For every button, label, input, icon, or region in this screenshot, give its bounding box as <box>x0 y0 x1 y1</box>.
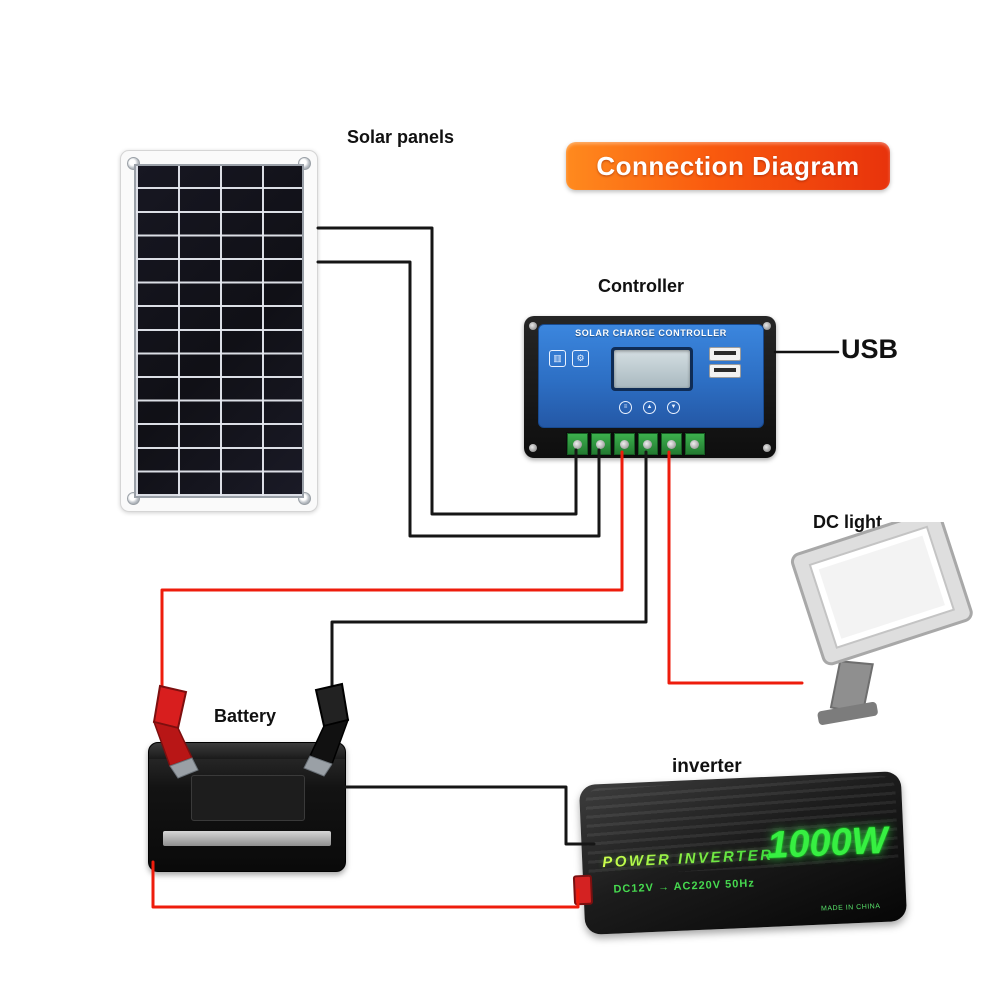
solar-panels-label: Solar panels <box>347 127 455 147</box>
usb-label: USB <box>841 334 899 364</box>
lcd-screen <box>614 350 690 388</box>
battery-label: Battery <box>214 706 277 726</box>
light-lens <box>808 525 956 649</box>
screw-icon <box>763 322 771 330</box>
controller-label: Controller <box>598 276 685 296</box>
up-button-icon: ▲ <box>643 401 656 414</box>
usb-port-icon <box>709 364 741 378</box>
inverter-origin-text: MADE IN CHINA <box>820 903 881 913</box>
battery <box>148 742 346 872</box>
battery-top <box>149 743 345 759</box>
menu-button-icon: ≡ <box>619 401 632 414</box>
controller-dclight-red-wire <box>667 450 804 685</box>
mode-icon: ▥ <box>549 350 566 367</box>
controller-battery-black-wire <box>330 450 648 698</box>
inverter-label: inverter <box>672 756 742 777</box>
terminal-screw <box>590 433 611 455</box>
battery-strip <box>163 831 331 846</box>
solar-panel <box>120 150 318 512</box>
terminal-screw <box>567 433 588 455</box>
inverter-power-rating: 1000W <box>766 819 889 867</box>
lcd-display <box>611 347 693 391</box>
battery-panel <box>191 775 305 821</box>
power-inverter: POWER INVERTER 1000W DC12V → AC220V 50Hz… <box>572 771 908 935</box>
dc-flood-light <box>790 522 973 725</box>
gear-icon: ⚙ <box>572 350 589 367</box>
dc-light-label: DC light <box>813 512 882 532</box>
terminal-screw <box>661 433 682 455</box>
solar-cells-grid <box>134 164 304 498</box>
screw-icon <box>763 444 771 452</box>
light-bracket <box>829 660 874 716</box>
usb-port-icon <box>709 347 741 361</box>
charge-controller: SOLAR CHARGE CONTROLLER ▥ ⚙ ≡ ▲ ▼ <box>524 316 776 458</box>
inverter-spec-text: DC12V → AC220V 50Hz <box>613 877 756 896</box>
light-lens-inner <box>818 535 945 639</box>
controller-title: SOLAR CHARGE CONTROLLER <box>575 328 727 338</box>
power-switch <box>572 874 594 906</box>
terminal-screw <box>637 433 658 455</box>
battery-inverter-black-wire <box>342 785 596 846</box>
light-base <box>817 701 878 725</box>
screw-icon <box>529 444 537 452</box>
screw-icon <box>529 322 537 330</box>
controller-face: SOLAR CHARGE CONTROLLER ▥ ⚙ ≡ ▲ ▼ <box>538 324 764 428</box>
title-banner-text: Connection Diagram <box>596 150 860 181</box>
inverter-brand-text: POWER INVERTER <box>601 846 774 872</box>
title-banner: Connection Diagram <box>566 142 890 190</box>
down-button-icon: ▼ <box>667 401 680 414</box>
light-frame <box>790 522 973 666</box>
terminal-block <box>566 432 706 456</box>
terminal-screw <box>684 433 705 455</box>
terminal-screw <box>614 433 635 455</box>
